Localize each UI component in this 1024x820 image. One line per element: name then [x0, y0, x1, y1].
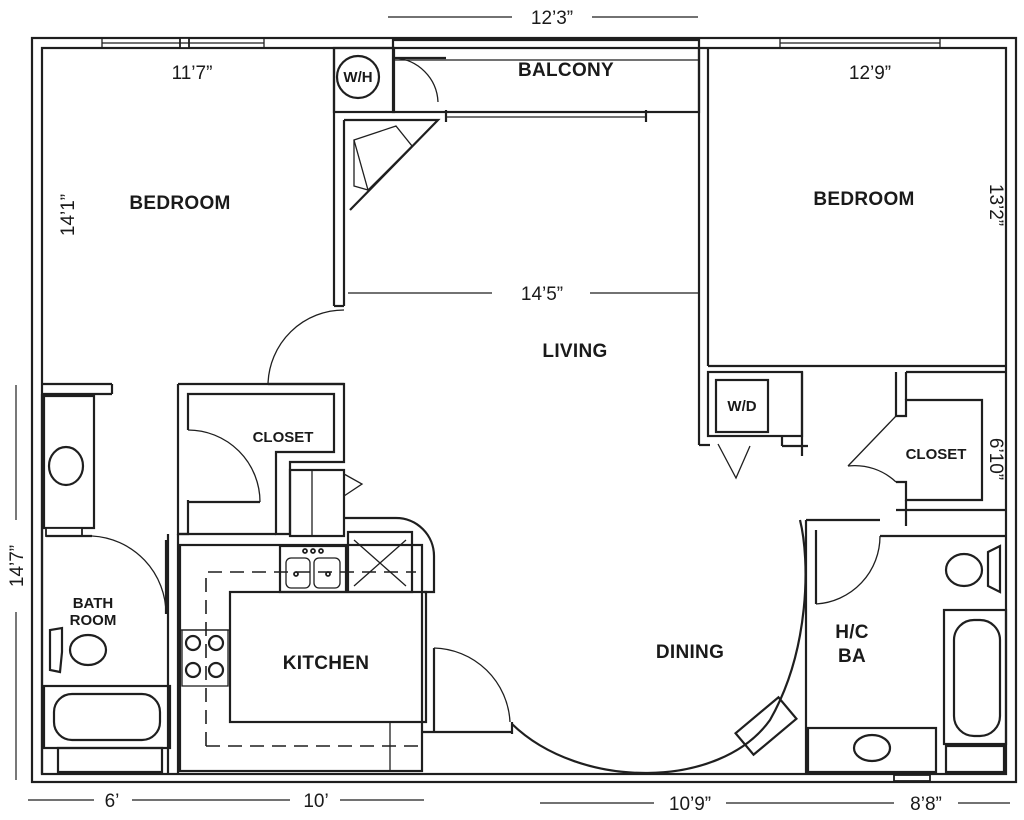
corner-cabinet [344, 118, 441, 211]
bedroom-left-label: BEDROOM [129, 193, 230, 214]
bedroom-left-width: 11’7” [172, 63, 213, 84]
hc-bath-label-1: H/C [835, 622, 869, 643]
bottom-dining-dimension: 10’9” [669, 794, 711, 815]
balcony-label: BALCONY [518, 60, 614, 81]
closet-left-label: CLOSET [253, 429, 314, 446]
hc-bath-label-2: BA [838, 646, 866, 667]
bedroom-left: BEDROOM 11’7” 14’1” [42, 48, 346, 396]
bedroom-right-label: BEDROOM [813, 189, 914, 210]
dining-label: DINING [656, 642, 724, 663]
balcony: BALCONY [391, 38, 701, 122]
kitchen-label: KITCHEN [283, 653, 370, 674]
overall-depth-dimension: 14’7” [7, 545, 28, 587]
closet-left: CLOSET [176, 382, 346, 536]
bedroom-right-width: 12’9” [849, 63, 891, 84]
living-label: LIVING [542, 341, 607, 362]
closet-right-label: CLOSET [906, 446, 967, 463]
bedroom-left-depth: 14’1” [58, 194, 79, 236]
bathroom: BATH ROOM [40, 394, 180, 774]
closet-right-depth: 6’10” [985, 438, 1006, 480]
dimension-lines: 12’3” 14’7” 6’ 10’ 10’9” 8’8” [7, 8, 1010, 815]
kitchen: KITCHEN [178, 516, 436, 773]
bath-label-2: ROOM [70, 612, 117, 629]
pantry [288, 468, 364, 538]
living-width: 14’5” [521, 284, 563, 305]
top-overall-dimension: 12’3” [531, 8, 573, 29]
top-windows [101, 37, 941, 49]
bottom-bath-dimension: 8’8” [910, 794, 942, 815]
washer-dryer-closet: W/D [706, 370, 808, 480]
closet-right: CLOSET 6’10” [847, 370, 1006, 526]
entry-door [422, 647, 514, 734]
water-heater-closet: W/H [332, 46, 446, 114]
bedroom-right: BEDROOM 12’9” 13’2” [697, 48, 1006, 447]
bottom-kitchen-dimension: 10’ [303, 791, 328, 812]
dining: DINING [511, 519, 807, 775]
washer-dryer-label: W/D [727, 398, 756, 415]
accessible-bath: H/C BA [804, 518, 1008, 782]
water-heater-label: W/H [343, 69, 372, 86]
living: 14’5” LIVING [348, 284, 698, 362]
bottom-left-dimension: 6’ [105, 791, 120, 812]
bedroom-right-depth: 13’2” [985, 184, 1006, 226]
bath-label-1: BATH [73, 595, 114, 612]
